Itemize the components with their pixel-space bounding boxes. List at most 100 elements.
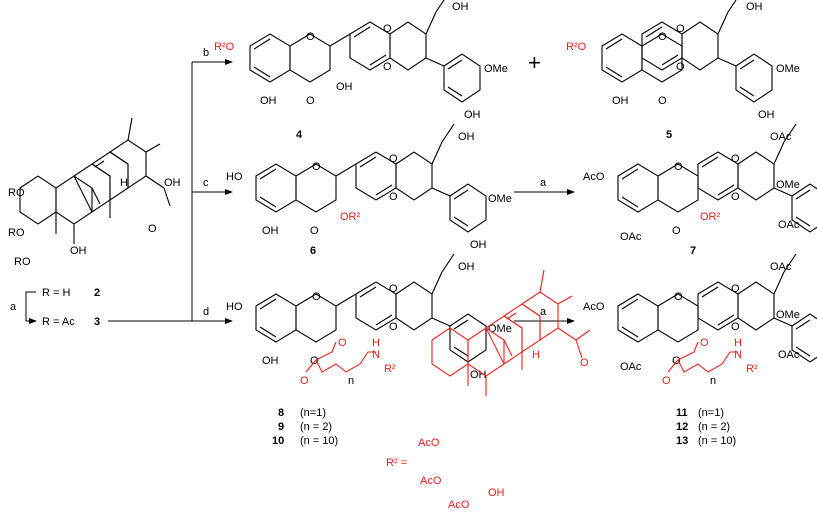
compound-10-number: 10: [272, 435, 284, 447]
c11-ome: OMe: [776, 309, 800, 321]
compound-12-cond: (n = 2): [698, 421, 730, 433]
label-r-h: R = H: [42, 287, 70, 299]
sm-ro-1: RO: [8, 187, 25, 199]
c5-ome: OMe: [776, 63, 800, 75]
compound-13-cond: (n = 10): [698, 435, 736, 447]
c5-r2o: R²O: [566, 41, 587, 53]
c7-oac-top: OAc: [770, 131, 792, 143]
c5-o-a: O: [676, 23, 685, 35]
sm-oh: OH: [70, 245, 87, 257]
c4-o-a: O: [383, 23, 392, 35]
c11-o-co: O: [662, 375, 671, 387]
r2-aco-1: AcO: [418, 437, 440, 449]
compound-11-number: 11: [676, 407, 688, 419]
r2-oh: OH: [488, 487, 505, 499]
c6-o-b: O: [389, 191, 398, 203]
r2-label: R² =: [386, 457, 407, 469]
c8-oh-ar: OH: [470, 369, 487, 381]
compound-12-number: 12: [676, 421, 688, 433]
c5-o-4: O: [658, 95, 667, 107]
reagent-a-first: a: [10, 301, 17, 313]
r2-aco-2: AcO: [420, 475, 442, 487]
c8-ho7: HO: [226, 301, 243, 313]
branch-arrows: b c d a a: [108, 47, 575, 324]
reagent-a-811: a: [540, 306, 547, 318]
c8-o-co: O: [300, 375, 309, 387]
reagent-b: b: [203, 47, 209, 59]
c8-sub-n: n: [348, 375, 354, 387]
c11-o-a: O: [731, 283, 740, 295]
c4-r2o: R²O: [214, 41, 235, 53]
r2-definition: R² = AcO AcO AcO OH H O: [386, 269, 591, 511]
c8-side-chain: [305, 341, 376, 373]
c4-oh-ar: OH: [464, 109, 481, 121]
c6-o-4: O: [310, 225, 319, 237]
compound-4-number: 4: [296, 129, 303, 141]
c11-n: N: [734, 349, 742, 361]
compound-8-cond: (n=1): [300, 407, 326, 419]
c8-nh: H: [372, 337, 380, 349]
reagent-d: d: [203, 306, 209, 318]
c4-ome: OMe: [484, 63, 508, 75]
c4-o-4: O: [306, 95, 315, 107]
compound-11-cond: (n=1): [698, 407, 724, 419]
compound-3-number: 3: [94, 316, 100, 328]
c11-oac-ar: OAc: [778, 349, 800, 361]
c11-aco7: AcO: [583, 301, 605, 313]
c11-o-ring: O: [674, 291, 683, 303]
r2-aco-3: AcO: [448, 499, 470, 511]
c6-o-ring: O: [312, 161, 321, 173]
c6-oh-ar: OH: [470, 239, 487, 251]
compound-6: HO O O O OH OMe OH OH O OR² 6: [226, 123, 512, 257]
c7-oac-ar: OAc: [778, 219, 800, 231]
compound-9-number: 9: [278, 421, 284, 433]
c11-o-est: O: [700, 337, 709, 349]
compound-5-number: 5: [666, 129, 672, 141]
start-material: OH O H RO RO RO OH: [8, 117, 181, 268]
c6-ome: OMe: [488, 193, 512, 205]
c7-ome: OMe: [776, 179, 800, 191]
c11-oac-top: OAc: [770, 261, 792, 273]
c7-o-ring: O: [674, 161, 683, 173]
c7-or2: OR²: [700, 211, 721, 223]
c8-ome: OMe: [488, 323, 512, 335]
compound-13-number: 13: [676, 435, 688, 447]
sm-carbonyl-o: O: [148, 223, 157, 235]
c6-or2: OR²: [340, 211, 361, 223]
c8-o-ring: O: [312, 291, 321, 303]
c8-o-a: O: [389, 283, 398, 295]
c11-side-chain: [667, 341, 738, 373]
c6-ho7: HO: [226, 171, 243, 183]
compound-7: AcO O O O OAc OMe OAc OAc O OR² 7: [583, 123, 817, 257]
c4-o-b: O: [383, 61, 392, 73]
c8-n: N: [372, 349, 380, 361]
c4-oh-3: OH: [336, 81, 353, 93]
c11-nh: H: [734, 337, 742, 349]
c7-o-b: O: [731, 191, 740, 203]
c11-oac-5: OAc: [620, 361, 642, 373]
compound-9-cond: (n = 2): [300, 421, 332, 433]
c6-o-a: O: [389, 153, 398, 165]
c11-r2: R²: [746, 363, 758, 375]
compound-7-number: 7: [690, 245, 696, 257]
c5-oh-5: OH: [612, 95, 629, 107]
c7-aco7: AcO: [583, 171, 605, 183]
compound-10-cond: (n = 10): [300, 435, 338, 447]
c6-oh-5: OH: [262, 225, 279, 237]
c5-o-ring: O: [658, 31, 667, 43]
c5-oh-ar: OH: [758, 109, 775, 121]
c4-oh-top: OH: [452, 1, 469, 13]
label-r-ac: R = Ac: [42, 316, 75, 328]
c8-r2: R²: [384, 363, 396, 375]
c8-o-b: O: [389, 321, 398, 333]
sm-ro-3: RO: [14, 256, 31, 268]
c11-o-b: O: [731, 321, 740, 333]
sm-h: H: [120, 177, 128, 189]
start-labels: R = H 2 a R = Ac 3: [10, 287, 100, 328]
c4-o-ring: O: [306, 31, 315, 43]
compound-5: R²O O O O OH OMe OH OH O 5: [566, 0, 800, 141]
c7-o-a: O: [731, 153, 740, 165]
c5-o-b: O: [676, 61, 685, 73]
compound-4: R²O O O O OH OMe OH OH O OH 4: [214, 0, 508, 141]
